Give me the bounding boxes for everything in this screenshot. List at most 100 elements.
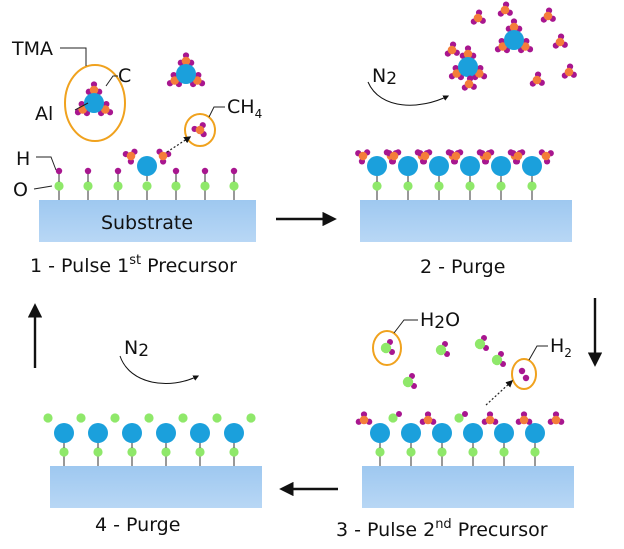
methyl-carbon-atom — [358, 151, 368, 161]
oxygen-atom — [171, 181, 181, 191]
methyl-carbon-atom — [420, 151, 430, 161]
oxygen-atom — [527, 181, 537, 191]
oxygen-label: O — [13, 179, 28, 201]
tma-molecule-aluminum — [84, 93, 104, 113]
ch4-carbon-atom — [555, 37, 565, 47]
oxygen-atom — [496, 181, 506, 191]
step-2-caption: 2 - Purge — [420, 256, 505, 278]
h2-highlight-ellipse — [511, 358, 537, 390]
water-oxygen-atom — [491, 354, 503, 366]
methyl-carbon-atom — [181, 56, 191, 66]
aluminum-atom — [525, 423, 545, 443]
h2o-leader-line — [393, 319, 418, 334]
aluminum-atom — [122, 423, 142, 443]
ch4-carbon-atom — [500, 5, 510, 15]
n2-flow-arrow-bottom — [119, 355, 200, 384]
aluminum-atom — [463, 423, 483, 443]
hydrogen-atom — [172, 167, 180, 175]
oxygen-atom — [229, 181, 239, 191]
hydrogen-atom — [396, 411, 402, 417]
aluminum-label: Al — [35, 103, 53, 125]
oxygen-atom — [161, 447, 171, 457]
oxygen-atom — [454, 413, 464, 423]
methyl-carbon-atom — [474, 69, 484, 78]
oxygen-atom — [113, 181, 123, 191]
oxygen-atom — [212, 413, 222, 423]
aluminum-atom — [460, 156, 480, 176]
aluminum-atom — [398, 156, 418, 176]
h2-leader-line — [528, 345, 548, 361]
oxygen-atom — [499, 447, 509, 457]
methyl-carbon-atom — [158, 151, 168, 161]
oxygen-atom — [110, 413, 120, 423]
aluminum-atom — [429, 156, 449, 176]
oxygen-atom — [83, 181, 93, 191]
oxygen-atom — [76, 413, 86, 423]
carbon-leader-line — [105, 75, 118, 87]
oxygen-atom — [200, 181, 210, 191]
hydrogen-atom — [84, 167, 92, 175]
methyl-carbon-atom — [192, 76, 202, 85]
carbon-label: C — [118, 65, 131, 87]
oxygen-atom — [437, 447, 447, 457]
water-oxygen-atom — [380, 342, 392, 354]
h2-dotted-arrow — [485, 380, 514, 406]
methyl-carbon-atom — [509, 22, 519, 32]
water-oxygen-atom — [402, 376, 414, 388]
aluminum-atom — [156, 423, 176, 443]
h2-hydrogen-atom — [518, 367, 526, 375]
n2-flow-arrow-top — [367, 81, 450, 106]
methyl-carbon-atom — [170, 76, 180, 85]
methyl-carbon-atom — [423, 415, 433, 425]
aluminum-atom — [494, 423, 514, 443]
step-3-caption: 3 - Pulse 2nd Precursor — [336, 517, 548, 541]
methyl-carbon-atom — [551, 415, 561, 425]
substrate-label: Substrate — [101, 212, 193, 234]
ch4-carbon-atom — [473, 13, 483, 23]
aluminum-atom — [522, 156, 542, 176]
oxygen-atom — [43, 413, 53, 423]
aluminum-atom — [491, 156, 511, 176]
aluminum-atom — [88, 423, 108, 443]
ch4-carbon-atom — [532, 75, 542, 85]
ch4-carbon-atom — [447, 45, 457, 55]
oxygen-atom — [59, 447, 69, 457]
aluminum-atom — [432, 423, 452, 443]
hydrogen-leader-line — [36, 156, 57, 171]
substrate-panel-2 — [360, 200, 572, 242]
oxygen-atom — [406, 447, 416, 457]
methyl-carbon-atom — [89, 85, 99, 95]
h2-label: H2 — [550, 335, 572, 360]
oxygen-atom — [372, 181, 382, 191]
oxygen-atom — [178, 413, 188, 423]
ch4-label: CH4 — [227, 96, 262, 121]
methyl-carbon-atom — [485, 415, 495, 425]
n2-label-bottom: N2 — [124, 337, 149, 361]
methyl-carbon-atom — [513, 151, 523, 161]
tma-highlight-ellipse — [64, 64, 126, 142]
water-oxygen-atom — [474, 338, 486, 350]
methyl-carbon-atom — [389, 151, 399, 161]
methyl-carbon-atom — [126, 151, 136, 161]
oxygen-atom — [229, 447, 239, 457]
ch4-carbon-atom — [464, 79, 474, 89]
oxygen-atom — [375, 447, 385, 457]
step-1-caption: 1 - Pulse 1st Precursor — [30, 253, 237, 277]
oxygen-atom — [195, 447, 205, 457]
h2-hydrogen-atom — [522, 374, 530, 382]
oxygen-atom — [246, 413, 256, 423]
methyl-carbon-atom — [541, 151, 551, 161]
methyl-carbon-atom — [359, 415, 369, 425]
hydrogen-atom — [230, 167, 238, 175]
substrate-panel-1 — [39, 200, 256, 242]
molecule-layers — [43, 1, 577, 466]
n2-label-top: N2 — [372, 65, 397, 89]
water-oxygen-atom — [435, 344, 447, 356]
ch4-carbon-atom — [564, 67, 574, 77]
aluminum-atom — [224, 423, 244, 443]
aluminum-atom — [401, 423, 421, 443]
methyl-carbon-atom — [452, 69, 462, 78]
ch4-carbon-atom — [195, 125, 205, 135]
h2o-highlight-ellipse — [372, 330, 402, 366]
methyl-carbon-atom — [482, 151, 492, 161]
